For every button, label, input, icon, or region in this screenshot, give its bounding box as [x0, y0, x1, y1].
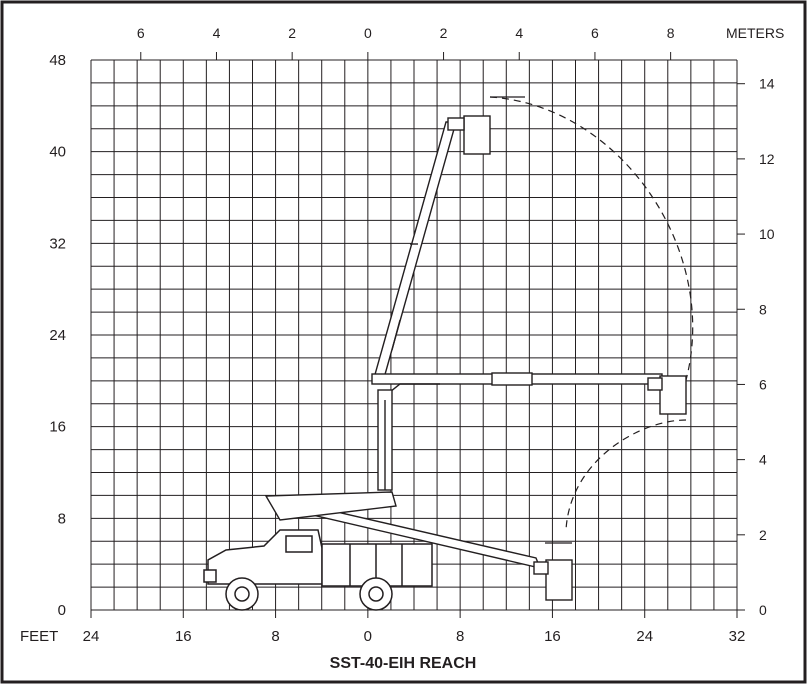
reach-envelope — [489, 96, 694, 531]
bottom-axis-tick-label: 8 — [271, 628, 279, 645]
left-axis-tick-label: 8 — [58, 510, 66, 527]
reach-envelope-upper — [489, 96, 694, 381]
boom-raised-cylinder — [391, 319, 401, 351]
basket-horizontal-bracket — [647, 377, 663, 391]
top-axis-tick-label: 6 — [591, 25, 599, 41]
left-axis-tick-label: 48 — [49, 52, 66, 69]
boom-stowed — [264, 491, 573, 601]
top-axis-tick-label: 8 — [667, 25, 675, 41]
right-axis-tick-label: 14 — [759, 76, 775, 92]
basket-raised-bracket — [447, 117, 465, 131]
left-axis-labels: 0 8 16 24 32 40 48 — [49, 52, 66, 619]
basket-horizontal — [659, 375, 687, 415]
diagram-title: SST-40-EIH REACH — [330, 655, 477, 672]
right-axis-tick-label: 0 — [759, 602, 767, 618]
truck-bumper — [203, 569, 217, 583]
right-axis-tick-label: 12 — [759, 151, 775, 167]
left-axis-tick-label: 16 — [49, 419, 66, 436]
top-axis-tick-label: 6 — [137, 25, 145, 41]
right-axis-tick-label: 4 — [759, 452, 767, 468]
top-axis-tick-label: 4 — [515, 25, 523, 41]
top-axis-labels: 6 4 2 0 2 4 6 8 — [137, 25, 675, 60]
right-axis-tick-label: 6 — [759, 376, 767, 392]
right-axis-tick-label: 2 — [759, 527, 767, 543]
boom-horizontal-section — [491, 372, 533, 386]
left-axis-tick-label: 24 — [49, 327, 66, 344]
truck-rear-hub — [368, 586, 384, 602]
truck-front-hub — [234, 586, 250, 602]
left-axis-tick-label: 0 — [58, 602, 66, 619]
basket-stowed — [545, 559, 573, 601]
bottom-axis-tick-label: 24 — [83, 628, 100, 645]
truck-window — [285, 535, 313, 553]
bottom-axis-labels: 24 16 8 0 8 16 24 32 — [83, 610, 746, 645]
top-axis-tick-label: 2 — [440, 25, 448, 41]
right-axis-labels: 0 2 4 6 8 10 12 14 — [737, 76, 775, 618]
boom-stowed-linkage — [264, 491, 397, 521]
meters-unit-label: METERS — [726, 25, 784, 41]
bottom-axis-tick-label: 32 — [729, 628, 746, 645]
boom-horizontal — [371, 372, 687, 415]
utility-truck — [203, 529, 433, 611]
right-axis-tick-label: 10 — [759, 226, 775, 242]
bottom-axis-tick-label: 8 — [456, 628, 464, 645]
bottom-axis-tick-label: 0 — [364, 628, 372, 645]
basket-raised — [463, 115, 491, 155]
grid — [90, 59, 738, 611]
bottom-axis-tick-label: 24 — [636, 628, 653, 645]
bottom-axis-tick-label: 16 — [175, 628, 192, 645]
basket-stowed-bracket — [533, 561, 549, 575]
left-axis-tick-label: 40 — [49, 144, 66, 161]
top-axis-tick-label: 0 — [364, 25, 372, 41]
right-axis-tick-label: 8 — [759, 301, 767, 317]
bottom-axis-tick-label: 16 — [544, 628, 561, 645]
left-axis-tick-label: 32 — [49, 235, 66, 252]
boom-raised — [373, 115, 491, 379]
top-axis-tick-label: 4 — [213, 25, 221, 41]
boom-pedestal — [377, 389, 393, 491]
feet-unit-label: FEET — [20, 628, 58, 645]
top-axis-tick-label: 2 — [288, 25, 296, 41]
reach-envelope-lower — [565, 419, 687, 531]
